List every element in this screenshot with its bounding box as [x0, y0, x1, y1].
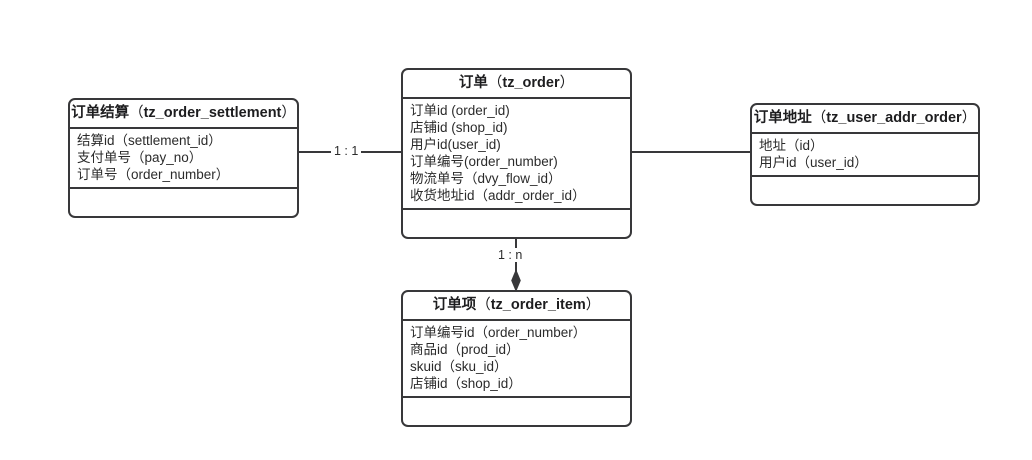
attribute-row: 订单编号id（order_number） [410, 325, 587, 340]
cardinality-label-settlement-order: 1 : 1 [331, 144, 362, 158]
entity-tz-user-addr-order[interactable]: 订单地址（tz_user_addr_order） 地址（id） 用户id（use… [750, 103, 980, 206]
entity-name-cn: 订单项 [432, 297, 477, 313]
connector-order-address [630, 151, 751, 153]
entity-footer-tz-order-item [403, 398, 630, 425]
entity-table-name: tz_order_item [490, 297, 586, 313]
entity-attributes-tz-order-settlement: 结算id（settlement_id） 支付单号（pay_no） 订单号（ord… [70, 129, 297, 189]
attribute-row: 物流单号（dvy_flow_id） [410, 171, 562, 186]
attribute-row: 商品id（prod_id） [410, 342, 520, 357]
entity-attributes-tz-order-item: 订单编号id（order_number） 商品id（prod_id） skuid… [403, 321, 630, 398]
attribute-row: 用户id（user_id） [759, 155, 868, 170]
entity-attributes-tz-user-addr-order: 地址（id） 用户id（user_id） [752, 134, 978, 177]
cardinality-label-order-orderitem: 1 : n [495, 248, 526, 262]
close-paren: ） [281, 105, 296, 121]
entity-footer-tz-order-settlement [70, 189, 297, 216]
entity-header-tz-user-addr-order: 订单地址（tz_user_addr_order） [752, 105, 978, 134]
entity-footer-tz-user-addr-order [752, 177, 978, 204]
entity-table-name: tz_order_settlement [143, 105, 282, 121]
open-paren: （ [476, 297, 491, 313]
open-paren: （ [811, 110, 827, 126]
entity-name-cn: 订单地址 [753, 110, 812, 126]
entity-header-tz-order-settlement: 订单结算（tz_order_settlement） [70, 100, 297, 129]
entity-name-cn: 订单 [458, 75, 488, 91]
entity-tz-order-item[interactable]: 订单项（tz_order_item） 订单编号id（order_number） … [401, 290, 632, 427]
close-paren: ） [559, 75, 575, 91]
attribute-row: 店铺id (shop_id) [410, 120, 508, 135]
entity-tz-order[interactable]: 订单（tz_order） 订单id (order_id) 店铺id (shop_… [401, 68, 632, 239]
attribute-row: 订单id (order_id) [410, 103, 510, 118]
entity-header-tz-order: 订单（tz_order） [403, 70, 630, 99]
attribute-row: 收货地址id（addr_order_id） [410, 188, 586, 203]
entity-name-cn: 订单结算 [71, 105, 130, 121]
attribute-row: 订单号（order_number） [77, 167, 230, 182]
attribute-row: skuid（sku_id） [410, 359, 508, 374]
entity-table-name: tz_user_addr_order [826, 110, 962, 126]
close-paren: ） [961, 110, 977, 126]
entity-tz-order-settlement[interactable]: 订单结算（tz_order_settlement） 结算id（settlemen… [68, 98, 299, 218]
close-paren: ） [585, 297, 601, 313]
entity-header-tz-order-item: 订单项（tz_order_item） [403, 292, 630, 321]
entity-footer-tz-order [403, 210, 630, 237]
attribute-row: 地址（id） [759, 138, 824, 153]
attribute-row: 用户id(user_id) [410, 137, 501, 152]
filled-diamond-arrow-icon [511, 269, 521, 292]
open-paren: （ [129, 105, 144, 121]
entity-table-name: tz_order [502, 75, 560, 91]
open-paren: （ [487, 75, 503, 91]
attribute-row: 订单编号(order_number) [410, 154, 558, 169]
entity-attributes-tz-order: 订单id (order_id) 店铺id (shop_id) 用户id(user… [403, 99, 630, 210]
attribute-row: 店铺id（shop_id） [410, 376, 522, 391]
attribute-row: 结算id（settlement_id） [77, 133, 222, 148]
attribute-row: 支付单号（pay_no） [77, 150, 203, 165]
